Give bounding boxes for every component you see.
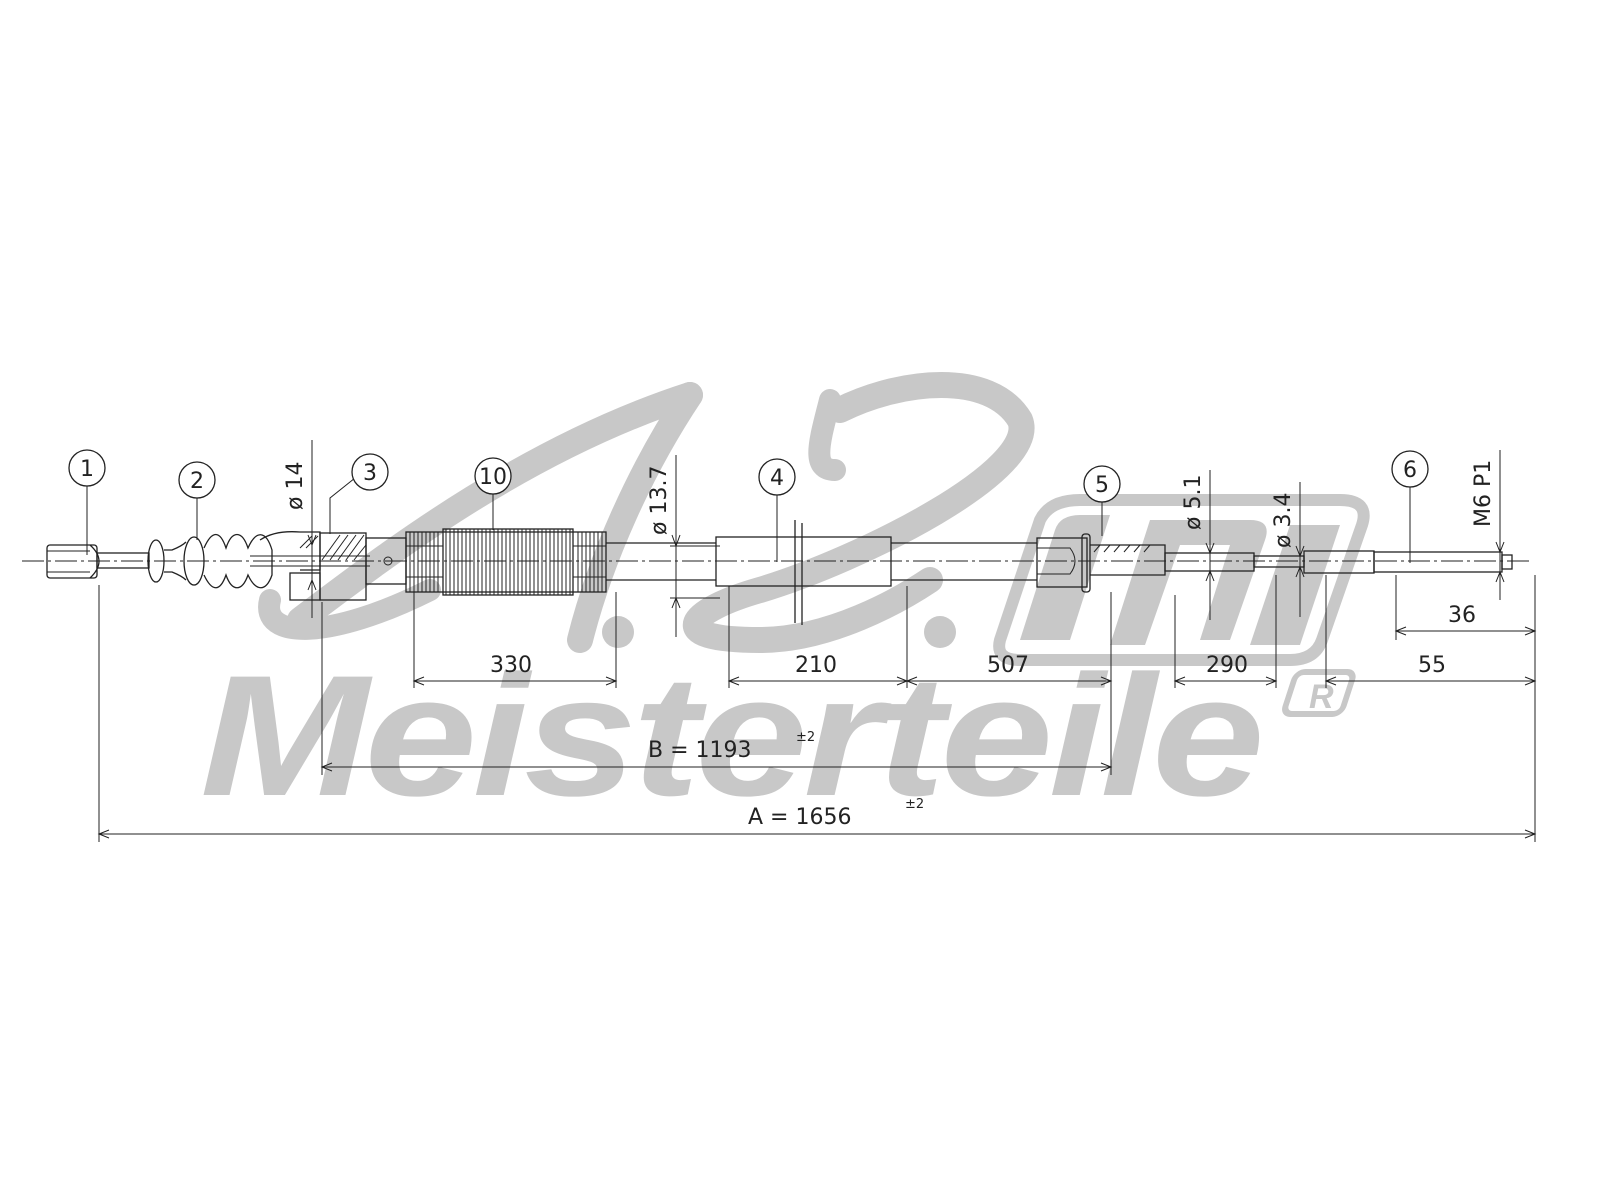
dimension-210: 210 <box>727 653 909 686</box>
watermark-logo: Meisterteile R <box>200 372 1370 832</box>
cable-conduit <box>606 520 1037 625</box>
dimension-A-1656: A = 1656 ±2 <box>97 797 1537 839</box>
thread-m6-p1: M6 P1 <box>1471 450 1505 600</box>
callout-5: 5 <box>1083 465 1121 536</box>
svg-text:2: 2 <box>190 469 204 494</box>
svg-text:290: 290 <box>1206 653 1248 678</box>
callout-1: 1 <box>68 449 106 555</box>
diameter-14: ø 14 <box>283 440 317 618</box>
svg-text:M6 P1: M6 P1 <box>1471 460 1496 527</box>
svg-text:210: 210 <box>795 653 837 678</box>
svg-text:5: 5 <box>1095 473 1109 498</box>
callout-2: 2 <box>178 461 216 540</box>
dimension-330: 330 <box>412 653 618 686</box>
diameter-3-4: ø 3.4 <box>1271 482 1305 617</box>
registered-mark: R <box>1309 678 1334 716</box>
diameter-13-7: ø 13.7 <box>647 455 720 637</box>
svg-text:36: 36 <box>1448 603 1476 628</box>
extension-lines <box>98 575 1536 842</box>
callout-10: 10 <box>474 457 512 530</box>
svg-text:ø 3.4: ø 3.4 <box>1271 493 1296 548</box>
part-1-end-fitting <box>46 544 150 579</box>
svg-text:10: 10 <box>479 465 507 490</box>
dimension-36: 36 <box>1394 603 1537 636</box>
svg-text:ø 13.7: ø 13.7 <box>647 466 672 535</box>
callout-6: 6 <box>1391 450 1429 563</box>
callout-4: 4 <box>758 458 796 562</box>
svg-text:55: 55 <box>1418 653 1446 678</box>
part-2-rubber-boot <box>147 533 273 589</box>
watermark-brand: Meisterteile <box>200 640 1260 832</box>
svg-text:3: 3 <box>363 461 377 486</box>
dimension-B-1193: B = 1193 ±2 <box>320 730 1113 772</box>
svg-text:ø 5.1: ø 5.1 <box>1181 475 1206 530</box>
svg-text:6: 6 <box>1403 458 1417 483</box>
dimension-290: 290 <box>1173 653 1278 686</box>
svg-text:±2: ±2 <box>796 730 815 745</box>
callout-3: 3 <box>329 453 389 534</box>
svg-text:4: 4 <box>770 466 784 491</box>
part-6-threaded-end <box>1303 550 1513 574</box>
svg-text:A = 1656: A = 1656 <box>748 805 851 830</box>
diameter-5-1: ø 5.1 <box>1181 470 1215 620</box>
part-4-sleeve <box>715 536 892 587</box>
svg-text:ø 14: ø 14 <box>283 462 308 510</box>
dimension-507: 507 <box>905 653 1113 686</box>
svg-text:507: 507 <box>987 653 1029 678</box>
svg-text:1: 1 <box>80 457 94 482</box>
svg-text:±2: ±2 <box>905 797 924 812</box>
part-10-threaded-sleeve <box>405 528 607 596</box>
dimension-55: 55 <box>1324 653 1537 686</box>
svg-text:330: 330 <box>490 653 532 678</box>
svg-text:B = 1193: B = 1193 <box>648 738 752 763</box>
part-3-adjuster <box>250 531 407 601</box>
